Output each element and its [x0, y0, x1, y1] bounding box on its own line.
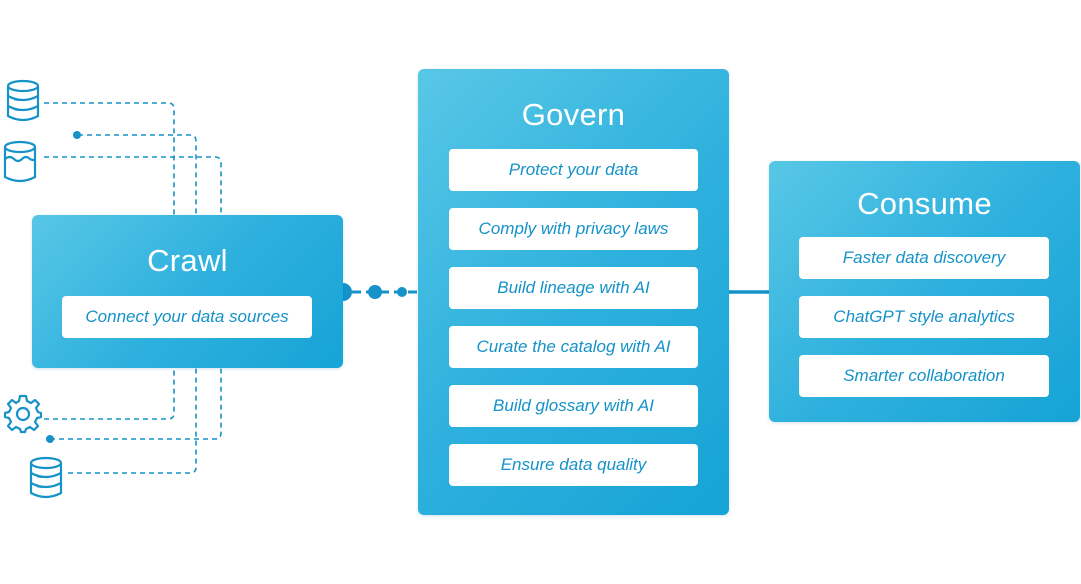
- govern-item-glossary: Build glossary with AI: [449, 385, 698, 427]
- consume-title: Consume: [857, 186, 992, 221]
- consume-item-chatgpt-analytics: ChatGPT style analytics: [799, 296, 1049, 338]
- govern-item-protect-data: Protect your data: [449, 149, 698, 191]
- data-lake-icon: [3, 140, 37, 183]
- consume-item-collaboration: Smarter collaboration: [799, 355, 1049, 397]
- crawl-item-connect-sources: Connect your data sources: [62, 296, 312, 338]
- wire-node-bottom: [46, 435, 54, 443]
- consume-item-data-discovery: Faster data discovery: [799, 237, 1049, 279]
- wire-source-3: [44, 156, 222, 216]
- wire-source-1: [44, 102, 175, 216]
- database-icon: [6, 79, 40, 122]
- consume-panel: Consume Faster data discovery ChatGPT st…: [769, 161, 1080, 422]
- govern-title: Govern: [521, 97, 626, 132]
- wire-node-top: [73, 131, 81, 139]
- wire-source-4: [44, 368, 175, 420]
- crawl-title: Crawl: [147, 243, 228, 278]
- govern-panel: Govern Protect your data Comply with pri…: [418, 69, 729, 515]
- gear-icon: [3, 394, 43, 434]
- wire-source-5: [50, 368, 222, 440]
- crawl-govern-connector: [343, 283, 418, 301]
- wire-source-6: [68, 368, 197, 474]
- govern-item-data-quality: Ensure data quality: [449, 444, 698, 486]
- govern-item-curate-catalog: Curate the catalog with AI: [449, 326, 698, 368]
- govern-item-lineage: Build lineage with AI: [449, 267, 698, 309]
- govern-item-privacy-laws: Comply with privacy laws: [449, 208, 698, 250]
- wire-source-2: [78, 134, 197, 216]
- database-icon: [29, 456, 63, 499]
- crawl-panel: Crawl Connect your data sources: [32, 215, 343, 368]
